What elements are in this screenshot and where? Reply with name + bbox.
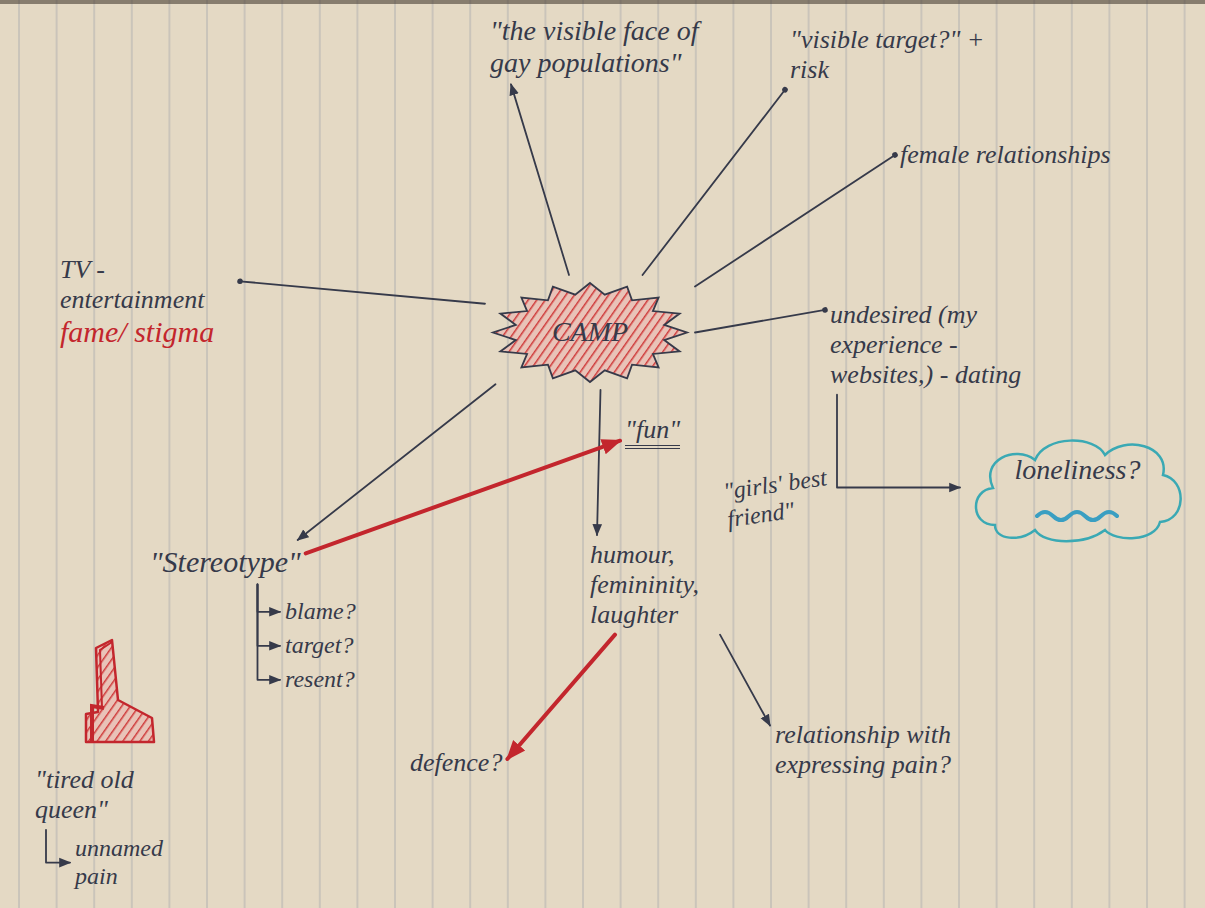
mind-map-node: "visible target?" + risk — [790, 25, 1000, 85]
connector — [695, 155, 895, 287]
connector — [257, 585, 280, 612]
mind-map-node: "the visible face of gay populations" — [490, 15, 740, 79]
mind-map-node: relationship with expressing pain? — [775, 720, 975, 780]
connector — [257, 585, 280, 680]
node-text: undesired (my experience - websites,) - … — [830, 300, 1060, 390]
node-text: loneliness? — [1015, 454, 1141, 486]
node-text: "the visible face of gay populations" — [490, 15, 740, 79]
starburst-node: CAMP — [490, 280, 690, 385]
node-text: target? — [285, 632, 353, 660]
mind-map-node: humour, femininity, laughter — [590, 540, 730, 630]
connector — [46, 830, 70, 863]
mind-map-node: undesired (my experience - websites,) - … — [830, 300, 1060, 390]
cloud-shape — [976, 441, 1181, 542]
connector — [240, 281, 485, 303]
cloud-node: loneliness? — [965, 430, 1190, 545]
node-text: unnamed pain — [75, 835, 185, 890]
mind-map-node: "Stereotype" — [150, 545, 301, 580]
node-text: defence? — [410, 748, 502, 778]
node-text: CAMP — [552, 316, 628, 348]
mind-map-node: "tired old queen" — [35, 765, 185, 825]
cloud-outline — [965, 430, 1190, 545]
connector — [298, 384, 496, 540]
node-text: female relationships — [900, 140, 1111, 170]
mind-map-node: target? — [285, 632, 353, 660]
mind-map-node: TV - entertainmentfame/ stigma — [60, 255, 235, 349]
high-heel-shoe — [86, 640, 154, 742]
connector — [306, 441, 620, 554]
node-text: "fun" — [625, 415, 680, 449]
node-text: humour, femininity, laughter — [590, 540, 730, 630]
mind-map-node: female relationships — [900, 140, 1111, 170]
starburst-shape — [493, 283, 687, 382]
node-text: blame? — [285, 598, 356, 626]
connector — [720, 635, 770, 726]
scribble — [1037, 512, 1117, 520]
node-text: "visible target?" + risk — [790, 25, 1000, 85]
mind-map-node: resent? — [285, 666, 355, 694]
node-text: "tired old queen" — [35, 765, 185, 825]
mind-map-node: blame? — [285, 598, 356, 626]
mind-map-node: "fun" — [625, 415, 680, 449]
node-text: resent? — [285, 666, 355, 694]
node-text: fame/ stigma — [60, 315, 235, 350]
connector — [257, 585, 280, 646]
node-text: TV - entertainment — [60, 255, 235, 315]
connector — [837, 395, 960, 488]
connector — [507, 635, 615, 759]
connector — [511, 84, 569, 275]
node-text: "Stereotype" — [150, 545, 301, 580]
paper-edge — [0, 0, 1205, 4]
node-text: relationship with expressing pain? — [775, 720, 975, 780]
connector — [597, 390, 601, 535]
mind-map-node: unnamed pain — [75, 835, 185, 890]
connector — [695, 310, 825, 333]
connector — [643, 90, 786, 275]
mind-map-node: defence? — [410, 748, 502, 778]
